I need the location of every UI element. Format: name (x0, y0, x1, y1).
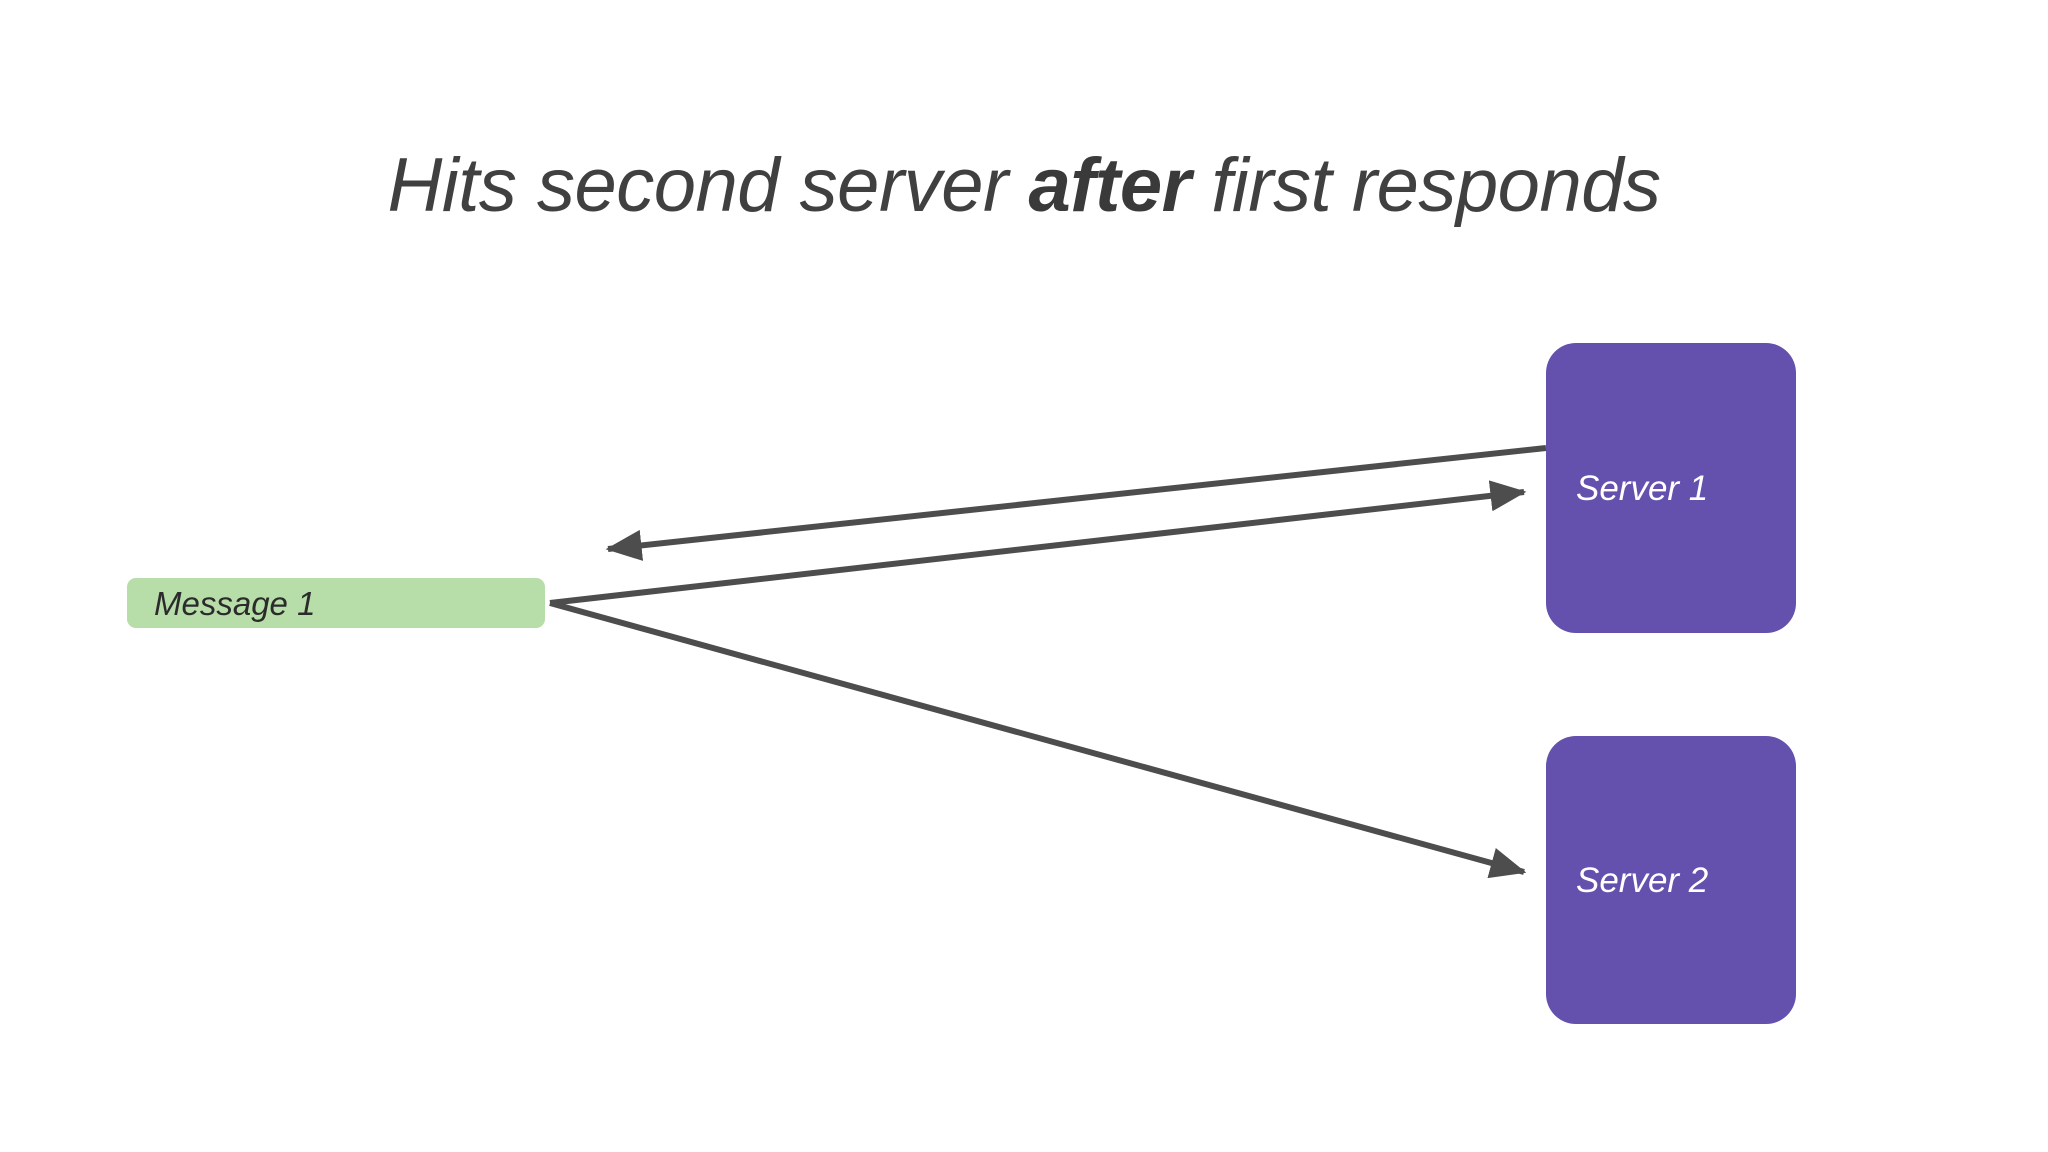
node-server-1[interactable]: Server 1 (1546, 343, 1796, 633)
title-part-after: first responds (1190, 143, 1661, 228)
title-part-before: Hits second server (387, 143, 1029, 228)
node-server-2-label: Server 2 (1576, 860, 1709, 900)
edge-message-to-server1-request (549, 480, 1527, 606)
edge-server1-response-line (605, 445, 1547, 561)
node-server-2[interactable]: Server 2 (1546, 736, 1796, 1024)
node-message-1-label: Message 1 (154, 584, 316, 622)
node-server-1-label: Server 1 (1576, 468, 1709, 508)
page-title: Hits second server after first responds (0, 138, 2048, 234)
title-emphasis-after: after (1028, 143, 1191, 228)
edge-message-to-server2-request (549, 600, 1527, 879)
node-message-1[interactable]: Message 1 (127, 578, 545, 628)
